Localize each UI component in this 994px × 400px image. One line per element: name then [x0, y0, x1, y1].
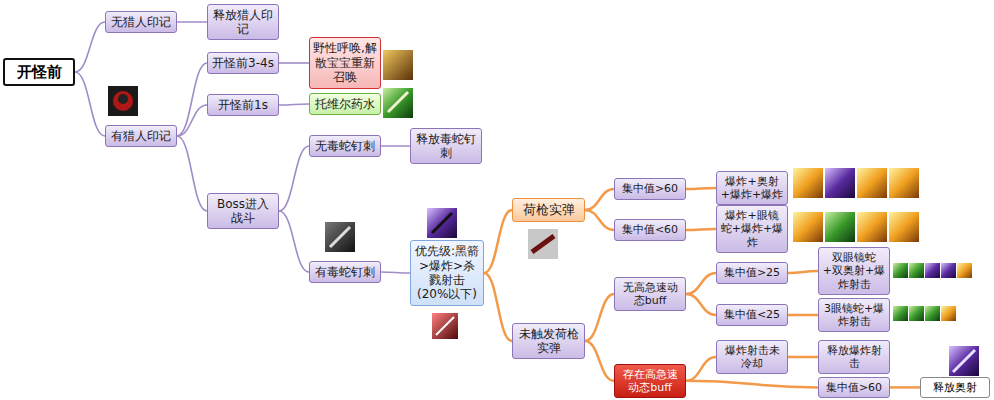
process-box: 释放毒蛇钉刺	[410, 128, 482, 165]
node-text: (20%以下)	[414, 287, 480, 301]
tree-connector	[686, 229, 716, 230]
tree-connector	[788, 271, 818, 273]
node-text: 优先级:黑箭>爆炸>杀戮射击	[414, 244, 480, 287]
tree-connector	[686, 188, 716, 189]
node-text: 集中值>60	[822, 381, 886, 394]
tree-connector	[686, 273, 716, 294]
tree-connector	[484, 273, 512, 341]
node-text: 集中值>60	[618, 182, 682, 195]
process-box: 有毒蛇钉刺	[309, 261, 381, 283]
node-text: 开怪前1s	[211, 98, 275, 112]
node-text: 存在高急速动态buff	[618, 368, 682, 394]
action-box: 托维尔药水	[309, 93, 381, 115]
node-text: 有猎人印记	[109, 129, 173, 143]
proc-box: 荷枪实弹	[512, 198, 585, 222]
tree-connector	[890, 386, 920, 389]
process-box: 集中值<60	[614, 219, 686, 240]
tree-connector	[585, 294, 614, 341]
node-text: 集中值>25	[720, 266, 784, 279]
process-box: 爆炸射击未冷却	[716, 340, 788, 374]
node-text: 无猎人印记	[109, 15, 173, 29]
process-box: 释放爆炸射击	[818, 340, 890, 374]
process-box: 爆炸+眼镜蛇+爆炸+爆炸	[716, 205, 788, 253]
buff-box: 存在高急速动态buff	[614, 364, 686, 398]
node-text: 无毒蛇钉刺	[313, 139, 377, 153]
node-text: Boss进入战斗	[211, 197, 275, 226]
node-text: 托维尔药水	[313, 97, 377, 111]
node-text: 开怪前3-4s	[211, 56, 275, 70]
process-box: 有猎人印记	[105, 125, 177, 147]
node-text: 爆炸+奥射+爆炸+爆炸	[720, 175, 784, 201]
node-text: 释放奥射	[924, 381, 986, 394]
node-text: 荷枪实弹	[516, 202, 581, 218]
process-box: Boss进入战斗	[207, 193, 279, 230]
node-text: 释放爆炸射击	[822, 344, 886, 370]
node-text: 释放猎人印记	[211, 8, 275, 37]
node-text: 野性呼唤,解散宝宝重新召唤	[313, 41, 377, 84]
node-text: 双眼镜蛇+双奥射+爆炸射击	[822, 251, 886, 291]
tree-connector	[788, 356, 818, 359]
start-box: 开怪前	[3, 58, 75, 86]
node-text: 3眼镜蛇+爆炸射击	[822, 302, 886, 328]
tree-connector	[788, 314, 818, 317]
tree-connector	[686, 357, 716, 381]
tree-connector	[484, 210, 512, 273]
node-text: 无高急速动态buff	[618, 281, 682, 307]
action-box: 野性呼唤,解散宝宝重新召唤	[309, 37, 381, 88]
node-text: 集中值<25	[720, 308, 784, 321]
tree-connector	[75, 72, 105, 136]
tree-connector	[279, 62, 309, 64]
node-text: 集中值<60	[618, 223, 682, 236]
tree-connector	[177, 136, 207, 211]
tree-connector	[177, 63, 207, 136]
tree-connector	[381, 145, 410, 147]
node-text: 有毒蛇钉刺	[313, 265, 377, 279]
tree-connector	[279, 146, 309, 211]
tree-connector	[585, 189, 614, 210]
node-text: 未触发荷枪实弹	[516, 327, 581, 356]
tree-connector	[381, 272, 410, 273]
process-box: 集中值<25	[716, 304, 788, 325]
node-text: 爆炸射击未冷却	[720, 344, 784, 370]
process-box: 开怪前3-4s	[207, 52, 279, 74]
process-box: 双眼镜蛇+双奥射+爆炸射击	[818, 247, 890, 295]
tree-connector	[686, 294, 716, 315]
process-box: 无猎人印记	[105, 11, 177, 33]
tree-connector	[686, 381, 818, 388]
tree-connector	[279, 104, 309, 105]
action-box: 释放奥射	[920, 377, 990, 398]
process-box: 开怪前1s	[207, 94, 279, 116]
tree-connector	[75, 22, 105, 72]
node-text: 释放毒蛇钉刺	[414, 132, 478, 161]
process-box: 释放猎人印记	[207, 4, 279, 41]
tree-connector	[177, 21, 207, 23]
process-box: 集中值>60	[818, 377, 890, 398]
tree-connector	[585, 341, 614, 381]
process-box: 集中值>25	[716, 262, 788, 283]
tree-connector	[279, 211, 309, 272]
process-box: 3眼镜蛇+爆炸射击	[818, 298, 890, 332]
process-box: 无毒蛇钉刺	[309, 135, 381, 157]
node-text: 爆炸+眼镜蛇+爆炸+爆炸	[720, 209, 784, 249]
process-box: 无高急速动态buff	[614, 277, 686, 311]
node-text: 开怪前	[8, 63, 70, 81]
priority-box: 优先级:黑箭>爆炸>杀戮射击(20%以下)	[410, 240, 484, 306]
icons	[108, 50, 979, 376]
process-box: 集中值>60	[614, 178, 686, 199]
process-box: 未触发荷枪实弹	[512, 323, 585, 360]
tree-connector	[177, 105, 207, 136]
tree-connector	[585, 210, 614, 230]
process-box: 爆炸+奥射+爆炸+爆炸	[716, 171, 788, 205]
